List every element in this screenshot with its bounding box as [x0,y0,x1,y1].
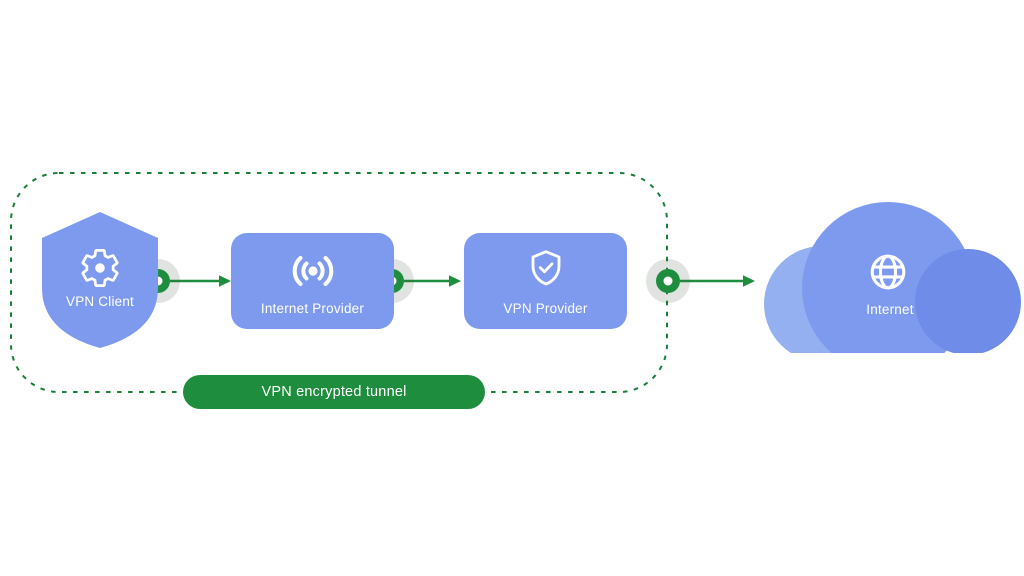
shield-check-icon [531,250,560,286]
arrow-tunnel-to-internet [680,275,755,287]
vpn-tunnel-label-pill: VPN encrypted tunnel [183,375,485,409]
node-label-internet: Internet [866,302,914,317]
node-vpn-provider: VPN Provider [464,233,627,329]
vpn-tunnel-label: VPN encrypted tunnel [261,384,407,400]
arrow-isp-to-vpn-provider [404,275,461,287]
shield-shape [42,212,158,348]
node-internet-provider: Internet Provider [231,233,394,329]
node-internet: Internet [756,196,1024,354]
node-vpn-client: VPN Client [40,210,160,350]
node-label-internet-provider: Internet Provider [260,301,365,316]
arrow-client-to-isp [170,275,231,287]
connection-dot-tunnel-exit [646,259,690,303]
node-label-vpn-client: VPN Client [65,294,135,309]
node-label-vpn-provider: VPN Provider [503,301,588,316]
gear-icon [81,249,119,287]
globe-icon [870,254,906,290]
signal-icon [292,256,333,286]
